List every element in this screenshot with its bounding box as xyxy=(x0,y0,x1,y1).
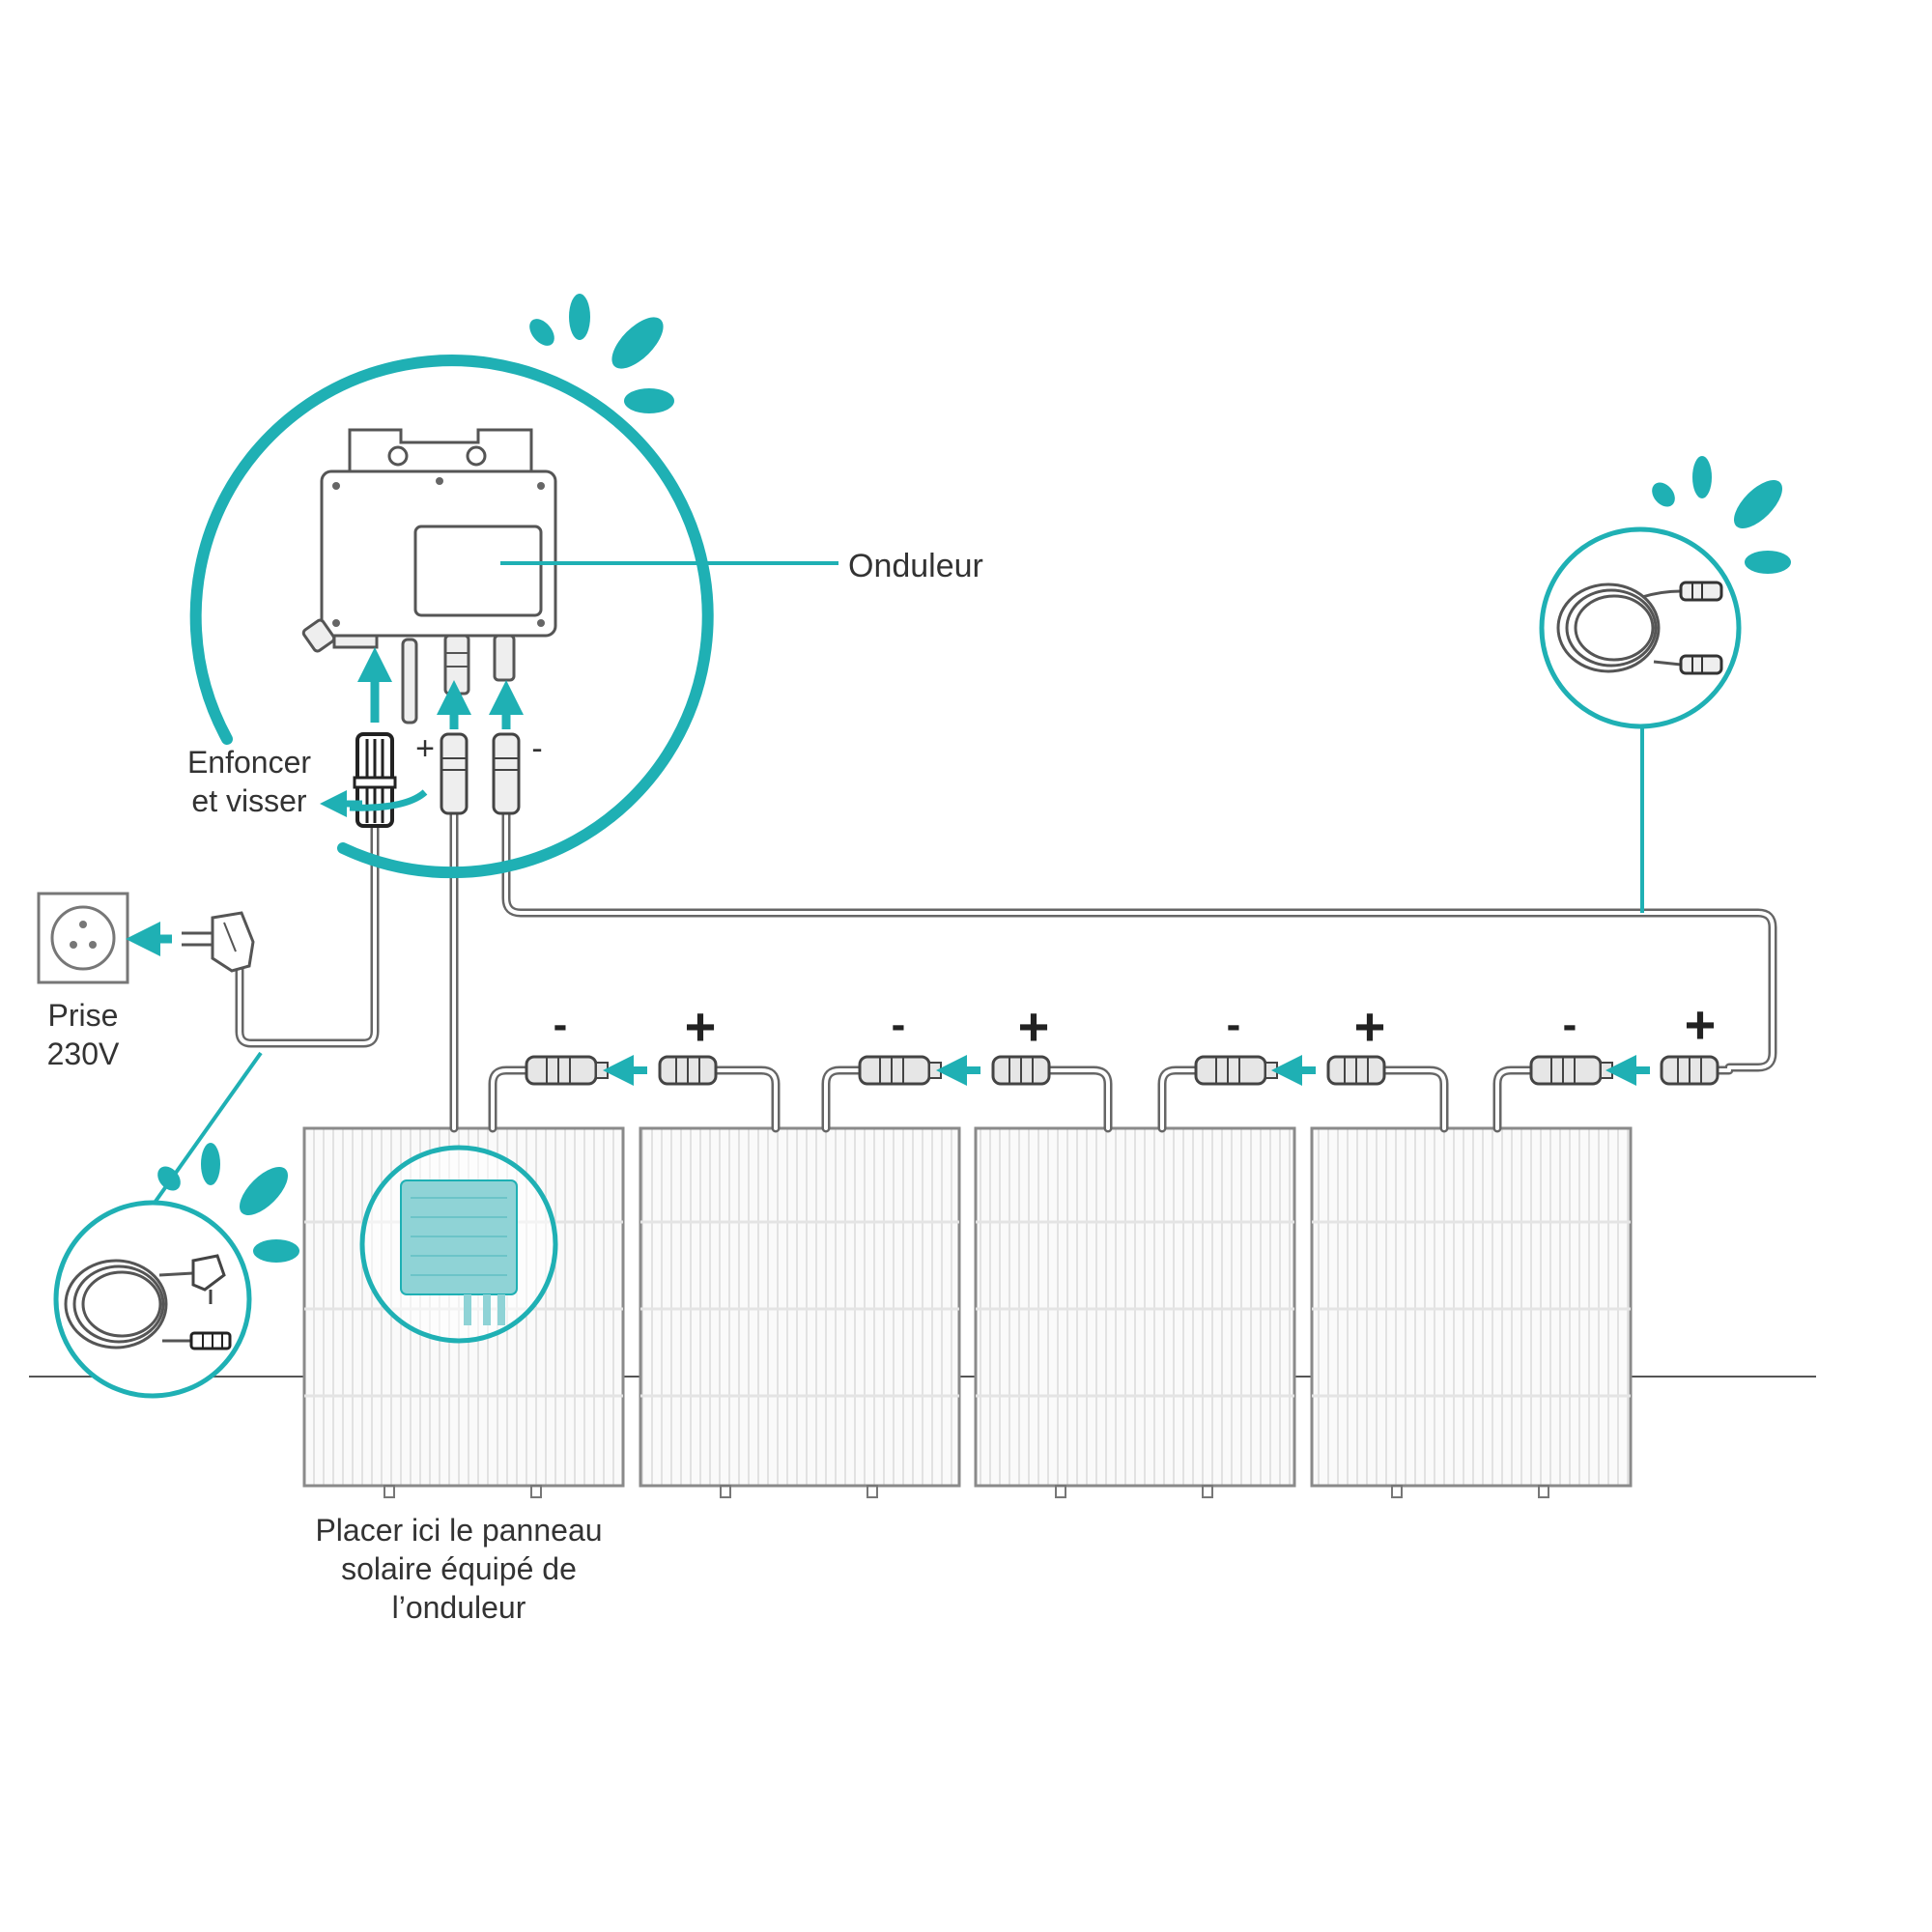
plus-sign: + xyxy=(1018,996,1050,1057)
mc4-connector-icon xyxy=(658,1055,718,1086)
minus-sign: - xyxy=(1563,1001,1577,1048)
inverter-minus-sign: - xyxy=(531,730,542,767)
inverter-detail: Onduleur + - Enfoncer et visser xyxy=(187,294,983,879)
mc4-connector-icon xyxy=(1679,654,1723,675)
highlight-sparkle-icon xyxy=(1652,456,1791,574)
mc4-connector-icon xyxy=(1679,581,1723,602)
placement-caption-line3: l’onduleur xyxy=(392,1590,526,1625)
highlight-sparkle-icon xyxy=(529,294,674,413)
inverter-detail-ring xyxy=(189,355,714,879)
solar-panel-icon xyxy=(974,1126,1296,1498)
ac-screw-connector-icon xyxy=(189,1331,232,1350)
push-screw-label-line1: Enfoncer xyxy=(187,745,311,780)
inverter-label: Onduleur xyxy=(848,548,983,584)
mc4-connector-icon xyxy=(991,1055,1051,1086)
mc4-connector-icon xyxy=(525,1055,609,1086)
minus-sign: - xyxy=(554,1001,568,1048)
mc4-connector-icon xyxy=(492,732,521,815)
inverter-icon xyxy=(400,1179,518,1325)
polarity-labels: - + - + - + - + xyxy=(554,994,1717,1057)
mc4-connector-icon xyxy=(1660,1055,1719,1086)
minus-sign: - xyxy=(1227,1001,1241,1048)
placement-caption-line1: Placer ici le panneau xyxy=(315,1513,602,1548)
placement-caption: Placer ici le panneau solaire équipé de … xyxy=(315,1513,602,1625)
mc4-connector-icon xyxy=(858,1055,942,1086)
minus-sign: - xyxy=(892,1001,906,1048)
screw-rotation-arrow xyxy=(349,789,428,811)
mounted-inverter-highlight xyxy=(359,1145,558,1344)
plus-sign: + xyxy=(1685,994,1717,1055)
mc4-connector-icon xyxy=(1326,1055,1386,1086)
highlight-sparkle-icon xyxy=(157,1143,299,1263)
solar-panels xyxy=(302,1126,1633,1498)
power-plug-icon xyxy=(182,911,255,973)
connector-pairs xyxy=(525,1055,1719,1086)
push-screw-label-line2: et visser xyxy=(191,783,306,818)
outlet-label-line2: 230V xyxy=(47,1037,120,1071)
plus-sign: + xyxy=(1354,996,1386,1057)
solar-panel-icon xyxy=(1310,1126,1633,1498)
dc-extension-detail xyxy=(1539,456,1791,913)
cable-inner xyxy=(238,810,1775,1130)
wall-socket-icon xyxy=(37,892,129,984)
inverter-plus-sign: + xyxy=(415,730,435,767)
power-plug-icon xyxy=(191,1254,226,1304)
ac-screw-connector-icon xyxy=(353,732,397,828)
placement-caption-line2: solaire équipé de xyxy=(341,1551,577,1586)
mc4-connector-icon xyxy=(440,732,469,815)
mc4-connector-icon xyxy=(1194,1055,1278,1086)
ac-cable-detail xyxy=(53,1051,299,1399)
cable-coil-icon xyxy=(1556,582,1682,673)
plus-sign: + xyxy=(685,996,717,1057)
inverter-icon xyxy=(301,428,557,724)
mc4-connector-icon xyxy=(1529,1055,1613,1086)
cable-coil-icon xyxy=(64,1259,194,1350)
solar-panel-icon xyxy=(639,1126,961,1498)
outlet-label-line1: Prise xyxy=(48,998,119,1033)
